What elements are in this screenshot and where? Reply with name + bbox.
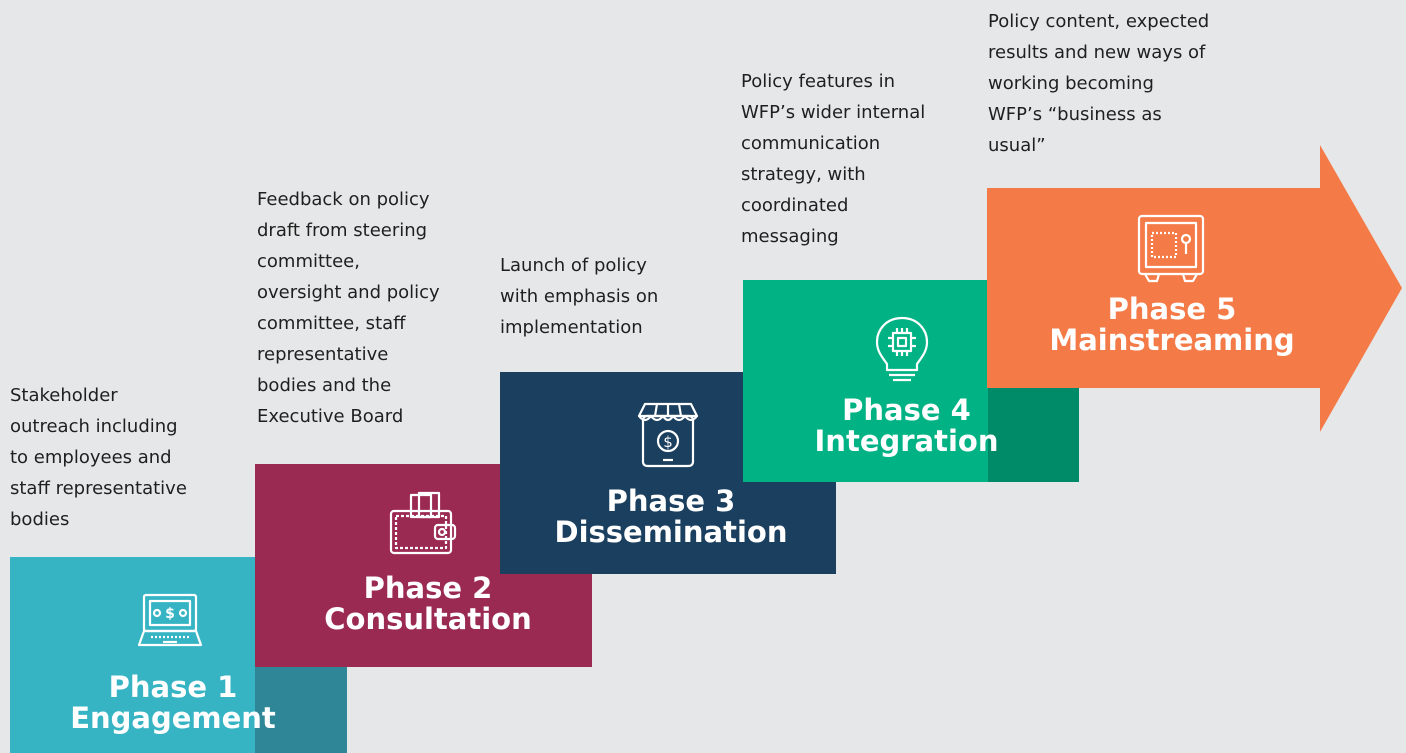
laptop-dollar-icon: $ — [137, 593, 203, 647]
phase-3-label: Phase 3 Dissemination — [520, 486, 822, 548]
svg-text:$: $ — [165, 606, 175, 622]
phase-4-number: Phase 4 — [842, 393, 971, 427]
phase-5-description: Policy content, expected results and new… — [988, 11, 1210, 156]
phase-3-name: Dissemination — [554, 515, 788, 549]
phase-4-name: Integration — [814, 424, 999, 458]
wallet-icon — [389, 491, 457, 555]
phase-2-name: Consultation — [324, 602, 532, 636]
phase-2-description: Feedback on policy draft from steering c… — [257, 189, 440, 427]
phase-2-label: Phase 2 Consultation — [278, 573, 578, 635]
phase-4-description: Policy features in WFP’s wider internal … — [741, 71, 926, 247]
mobile-shop-icon: $ — [637, 402, 699, 468]
svg-text:$: $ — [663, 433, 673, 451]
phase-5-arrow — [987, 145, 1402, 432]
phase-5-label: Phase 5 Mainstreaming — [1022, 294, 1322, 356]
phase-1-description: Stakeholder outreach including to employ… — [10, 385, 187, 530]
phase-3-description: Launch of policy with emphasis on implem… — [500, 255, 659, 338]
phase-2-number: Phase 2 — [363, 571, 493, 605]
phase-1-name: Engagement — [70, 701, 276, 735]
phase-5-number: Phase 5 — [1107, 292, 1237, 326]
phase-5-name: Mainstreaming — [1049, 323, 1295, 357]
phase-3-number: Phase 3 — [606, 484, 736, 518]
phase-4-shadow — [988, 388, 1079, 482]
phase-4-label: Phase 4 Integration — [750, 395, 1063, 457]
safe-icon — [1137, 214, 1205, 283]
phase-1-number: Phase 1 — [108, 670, 238, 704]
phase-1-shadow — [255, 667, 347, 753]
lightbulb-chip-icon — [875, 316, 929, 382]
phase-1-label: Phase 1 Engagement — [30, 672, 316, 734]
